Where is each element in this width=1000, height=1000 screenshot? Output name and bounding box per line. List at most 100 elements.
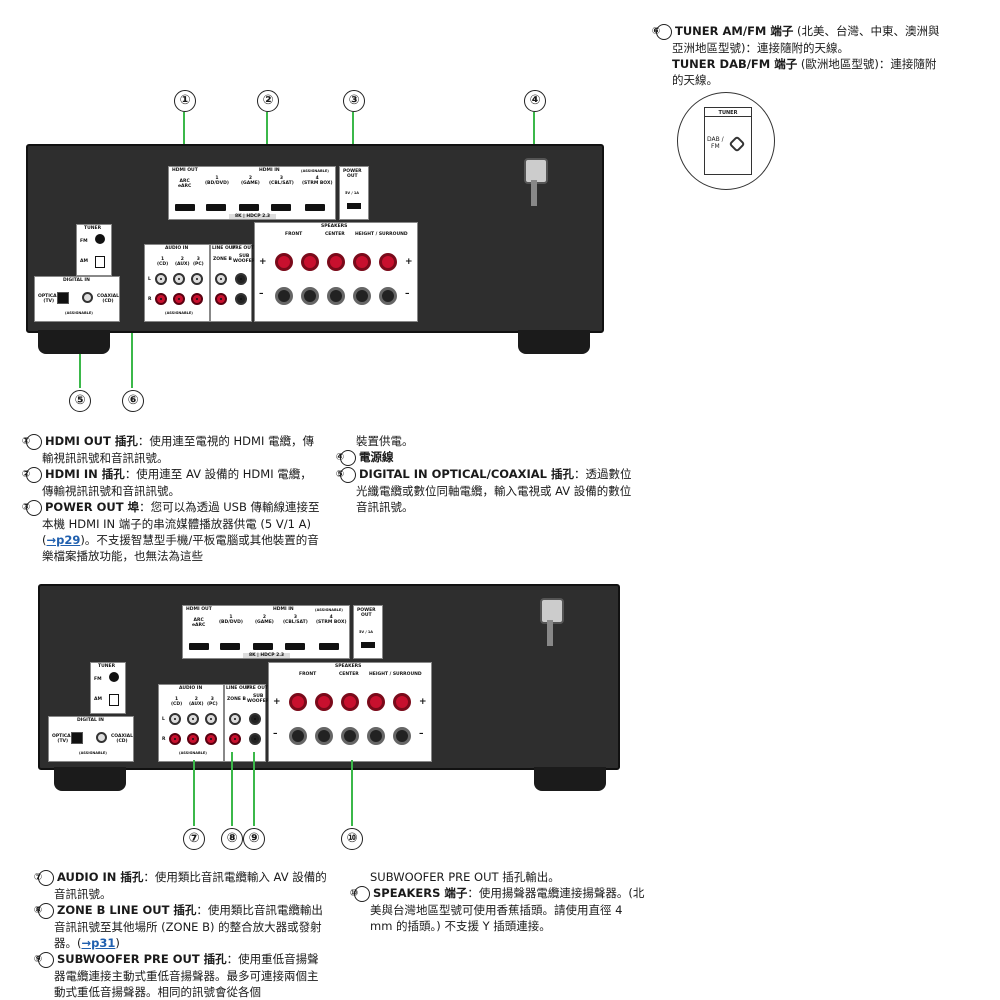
spk-center-minus [327,287,345,305]
hdmi-in-2-label: 2 (GAME) [241,176,260,186]
audio-in-2-label: 2 (AUX) [175,257,190,267]
callout-5: ⑤ [69,390,91,412]
plus-left: + [259,257,267,267]
coaxial-label: COAXIAL (CD) [97,294,119,304]
leader-2 [266,112,268,168]
fm-jack-icon [95,234,105,244]
fm-label: FM [80,239,88,244]
hdmi-block: HDMI OUT ARC eARC HDMI IN (ASSIGNABLE) 1… [168,166,336,220]
spk-hs-r-minus-b [367,727,385,745]
leader-9 [253,752,255,826]
hdmi-in-1-label-b: 1 (BD/DVD) [219,615,243,625]
assignable-label-b: (ASSIGNABLE) [315,608,343,612]
minus-right-b: – [419,729,424,739]
digital-in-block: DIGITAL IN OPTICAL (TV) COAXIAL (CD) (AS… [34,276,120,322]
l-label-b: L [162,717,165,722]
zone-b-label-b: ZONE B [227,697,246,702]
sub-2-jack-b [249,733,261,745]
hdcp-label-b: 8K | HDCP 2.3 [243,653,291,658]
hdmi-in-1-port [206,204,226,211]
tuner-label: TUNER [84,226,102,231]
coaxial-jack-icon-b [96,732,107,743]
hdcp-label: 8K | HDCP 2.3 [229,214,277,219]
spk-hs-r-plus [353,253,371,271]
audio-in-1-l-jack [155,273,167,285]
spk-front-r-plus-b [289,693,307,711]
spk-center-minus-b [341,727,359,745]
hdmi-in-label-b: HDMI IN [273,607,294,612]
height-surround-label: HEIGHT / SURROUND [355,232,408,237]
hdmi-out-label: HDMI OUT [172,168,198,173]
arc-label: ARC eARC [178,179,192,189]
leader-10 [351,760,353,826]
leader-7 [193,760,195,826]
zone-b-label: ZONE B [213,257,232,262]
tuner-inset-title: TUNER [705,110,751,117]
digital-in-label: DIGITAL IN [63,278,90,283]
callout-1: ① [174,90,196,112]
callout-2: ② [257,90,279,112]
hdmi-in-2-port [239,204,259,211]
spk-hs-l-plus [379,253,397,271]
hdmi-out-label-b: HDMI OUT [186,607,212,612]
link-p31[interactable]: →p31 [81,936,116,950]
audio-in-assignable-label: (ASSIGNABLE) [165,311,193,315]
power-out-block: POWER OUT 5V / 1A [339,166,369,220]
tuner-inset-label: DAB / FM [707,136,724,150]
minus-left-b: – [273,729,278,739]
audio-in-block: AUDIO IN 1 (CD) 2 (AUX) 3 (PC) L R (ASSI… [144,244,210,322]
coaxial-jack-icon [82,292,93,303]
digital-in-block-b: DIGITAL IN OPTICAL (TV) COAXIAL (CD) (AS… [48,716,134,762]
hdmi-out-port-b [189,643,209,650]
speakers-label: SPEAKERS [321,224,348,229]
subwoofer-label: SUB WOOFER [233,254,256,264]
spk-front-r-minus [275,287,293,305]
speakers-block-b: SPEAKERS FRONT CENTER HEIGHT / SURROUND … [268,662,432,762]
front-label: FRONT [285,232,303,237]
hdmi-in-3-port [271,204,291,211]
callout-9: ⑨ [243,828,265,850]
tuner-inset: TUNER DAB / FM [677,92,775,190]
power-cord-cable-b [547,620,553,646]
fm-jack-icon-b [109,672,119,682]
plus-right-b: + [419,697,427,707]
spk-hs-l-plus-b [393,693,411,711]
tuner-block: TUNER FM AM [76,224,112,276]
center-label-b: CENTER [339,672,359,677]
hdmi-in-1-label: 1 (BD/DVD) [205,176,229,186]
power-cord-cable [531,180,537,206]
speakers-label-b: SPEAKERS [335,664,362,669]
am-jack-icon [95,256,105,268]
digital-assignable-label: (ASSIGNABLE) [65,311,93,315]
hdmi-in-3-label: 3 (CBL/SAT) [269,176,294,186]
callout-7: ⑦ [183,828,205,850]
sub-1-jack-b [249,713,261,725]
height-surround-label-b: HEIGHT / SURROUND [369,672,422,677]
subwoofer-label-b: SUB WOOFER [247,694,270,704]
link-p29[interactable]: →p29 [46,533,81,547]
spk-center-plus [327,253,345,271]
spk-hs-r-plus-b [367,693,385,711]
pre-out-label: PRE OUT [232,246,254,251]
zone-b-l-jack-b [229,713,241,725]
line-pre-out-block-b: LINE OUT PRE OUT ZONE B SUB WOOFER [224,684,270,762]
hdmi-in-4-port-b [319,643,339,650]
tuner-inset-panel: TUNER DAB / FM [704,107,752,175]
optical-jack-icon [57,292,69,304]
digital-assignable-label-b: (ASSIGNABLE) [79,751,107,755]
audio-in-3-l-jack [191,273,203,285]
audio-in-3-r-jack [191,293,203,305]
zone-b-l-jack [215,273,227,285]
spk-hs-r-minus [353,287,371,305]
audio-in-2-label-b: 2 (AUX) [189,697,204,707]
plus-right: + [405,257,413,267]
audio-in-3-label: 3 (PC) [193,257,204,267]
leader-4 [533,112,535,160]
hdmi-out-port [175,204,195,211]
arc-label-b: ARC eARC [192,618,206,628]
hdmi-in-1-port-b [220,643,240,650]
digital-in-label-b: DIGITAL IN [77,718,104,723]
